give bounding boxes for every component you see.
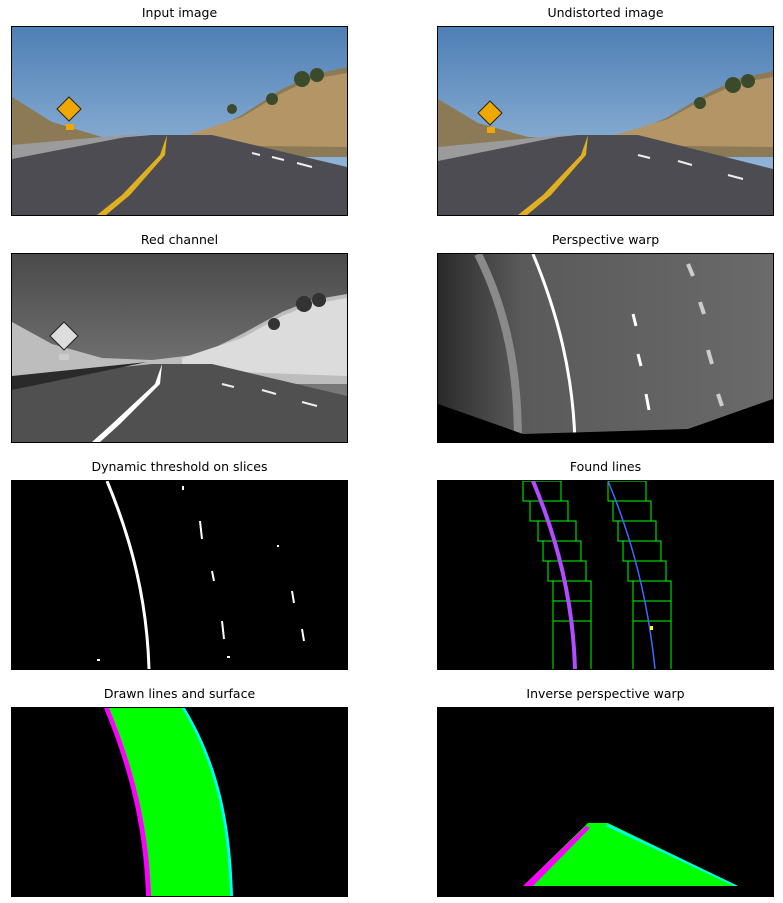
panel-dynamic-threshold: Dynamic threshold on slices — [11, 459, 348, 670]
threshold-image — [11, 480, 348, 670]
panel-found-lines: Found lines — [437, 459, 774, 670]
panel-title: Input image — [141, 5, 218, 20]
panel-drawn-lines: Drawn lines and surface — [11, 686, 348, 897]
panel-title: Red channel — [140, 232, 219, 247]
panel-title: Dynamic threshold on slices — [91, 459, 268, 474]
panel-input-image: Input image — [11, 5, 348, 216]
inverse-warp-image — [437, 707, 774, 897]
undistorted-image — [437, 26, 774, 216]
panel-title: Perspective warp — [551, 232, 660, 247]
red-channel-image — [11, 253, 348, 443]
panel-title: Drawn lines and surface — [103, 686, 256, 701]
panel-inverse-warp: Inverse perspective warp — [437, 686, 774, 897]
input-image — [11, 26, 348, 216]
panel-title: Found lines — [569, 459, 642, 474]
found-lines-image — [437, 480, 774, 670]
panel-title: Undistorted image — [547, 5, 664, 20]
perspective-warp-image — [437, 253, 774, 443]
panel-red-channel: Red channel — [11, 232, 348, 443]
drawn-lines-image — [11, 707, 348, 897]
panel-undistorted-image: Undistorted image — [437, 5, 774, 216]
panel-title: Inverse perspective warp — [526, 686, 685, 701]
panel-perspective-warp: Perspective warp — [437, 232, 774, 443]
